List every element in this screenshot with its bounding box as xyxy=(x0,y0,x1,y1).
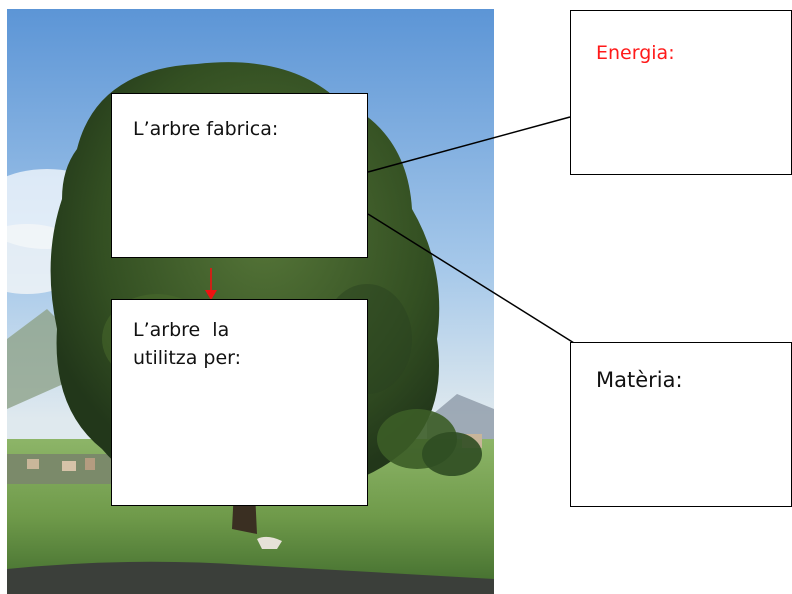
label-materia: Matèria: xyxy=(596,368,683,392)
box-arbre-fabrica: L’arbre fabrica: xyxy=(111,93,368,258)
box-energia: Energia: xyxy=(570,10,792,175)
label-arbre-utilitza: L’arbre la utilitza per: xyxy=(133,319,242,369)
box-arbre-utilitza: L’arbre la utilitza per: xyxy=(111,299,368,506)
label-arbre-fabrica: L’arbre fabrica: xyxy=(133,118,279,140)
box-materia: Matèria: xyxy=(570,342,792,507)
label-energia: Energia: xyxy=(596,42,675,64)
